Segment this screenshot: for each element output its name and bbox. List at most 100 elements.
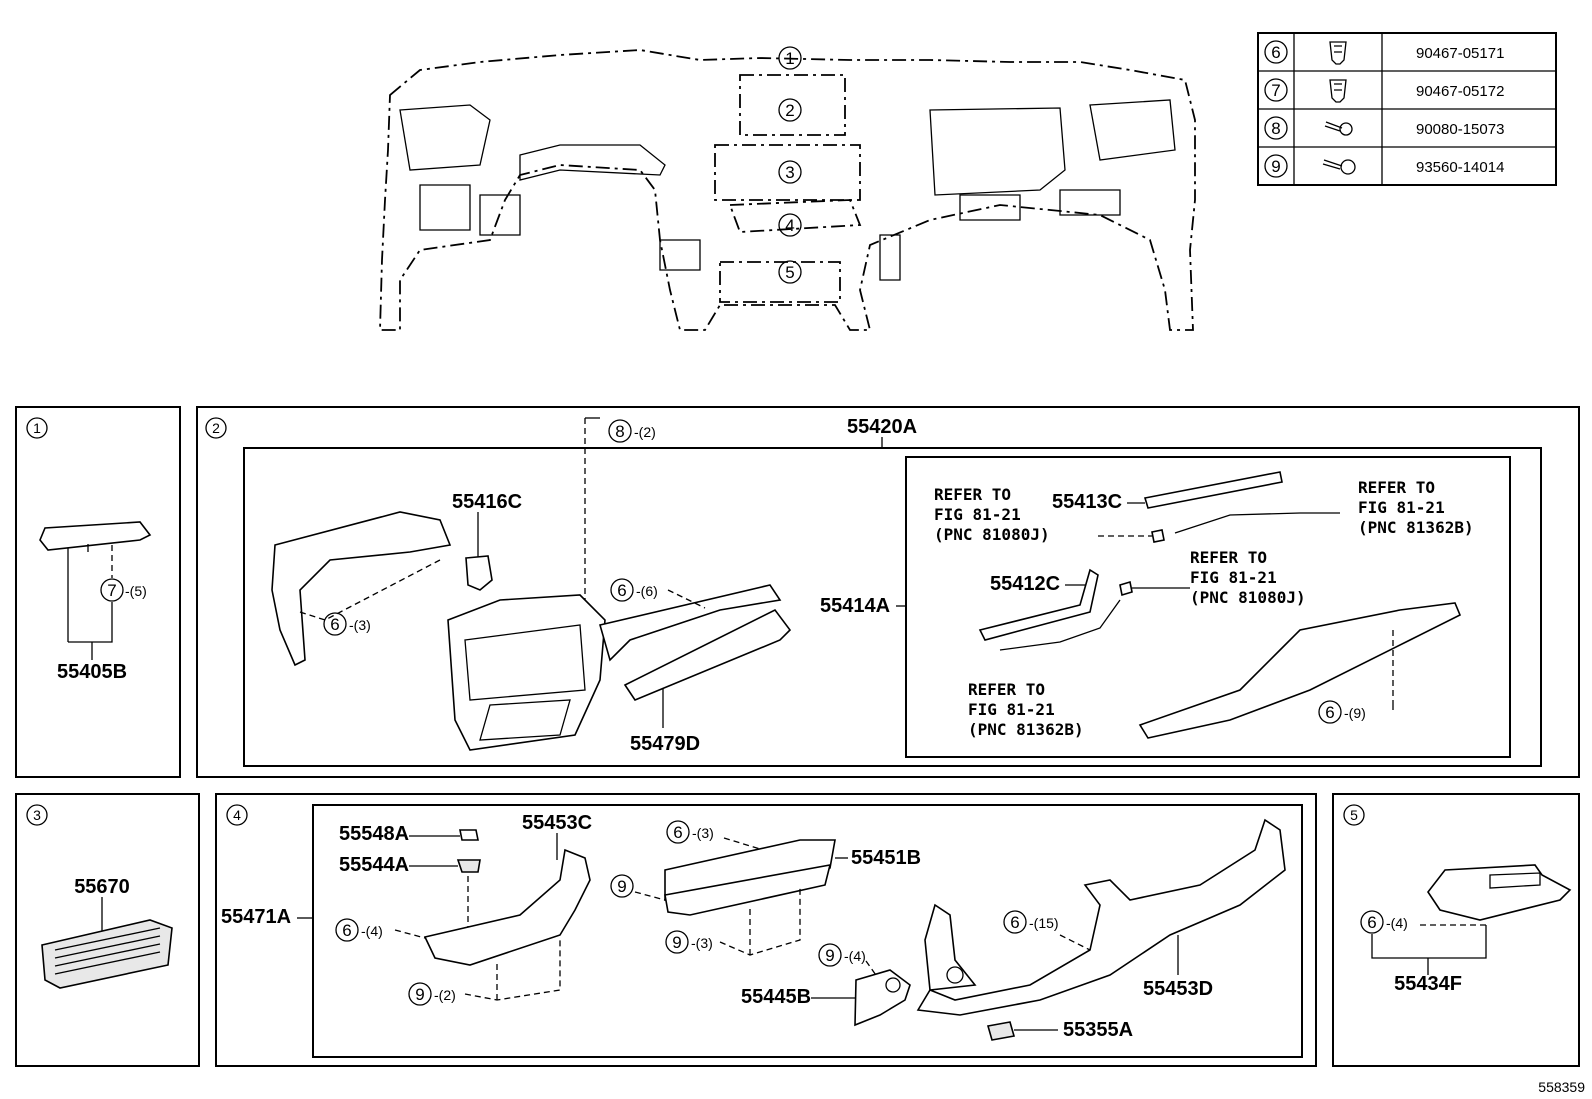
part-number-label[interactable]: 55479D <box>630 733 700 755</box>
fastener-qty: -(2) <box>634 424 656 440</box>
overview-callout-1[interactable]: 1 <box>785 49 794 68</box>
refer-line: FIG 81-21 <box>1358 498 1445 517</box>
fastener-ref: 6 <box>673 823 682 842</box>
fastener-ref: 6 <box>1367 913 1376 932</box>
table-part-no: 90080-15073 <box>1416 121 1504 138</box>
fastener-ref: 6 <box>1010 913 1019 932</box>
screw-icon <box>1322 159 1356 175</box>
fastener-qty: -(3) <box>692 825 714 841</box>
part-number-label[interactable]: 55413C <box>1052 491 1122 513</box>
center-frame-part[interactable] <box>447 594 606 751</box>
refer-line: REFER TO <box>968 680 1045 699</box>
reinforcement-part[interactable] <box>1138 602 1462 739</box>
part-number-label[interactable]: 55471A <box>221 906 291 928</box>
part-number-label[interactable]: 55544A <box>339 854 409 876</box>
part-number-label[interactable]: 55453C <box>522 812 592 834</box>
fastener-qty: -(6) <box>636 583 658 599</box>
clamp-part[interactable] <box>1119 580 1133 597</box>
lower-panel-part[interactable] <box>916 818 1286 1016</box>
cap-part[interactable] <box>456 859 481 873</box>
panel-5: 5 6 -(4) 55434F <box>1332 793 1580 1067</box>
clip-part[interactable] <box>459 829 479 841</box>
fastener-qty: -(9) <box>1344 705 1366 721</box>
strip-part[interactable] <box>1143 471 1283 509</box>
panel-callout: 3 <box>33 807 41 823</box>
refer-line: REFER TO <box>1190 548 1267 567</box>
panel-2: 2 55420A 8 -(2) 6 -(3) 55416C 6 -(6) 554… <box>196 406 1580 778</box>
fastener-ref: 9 <box>617 877 626 896</box>
bezel-base-part[interactable] <box>664 863 832 916</box>
fastener-qty: -(5) <box>125 583 147 599</box>
fastener-qty: -(2) <box>434 987 456 1003</box>
table-part-no: 90467-05171 <box>1416 45 1504 62</box>
lower-cover-part[interactable] <box>423 848 591 966</box>
lower-trim-part[interactable] <box>623 608 792 701</box>
panel-callout: 4 <box>233 807 241 823</box>
part-number-label[interactable]: 55355A <box>1063 1019 1133 1041</box>
table-part-no: 93560-14014 <box>1416 159 1504 176</box>
part-number-label[interactable]: 55420A <box>847 416 917 438</box>
small-bracket-part[interactable] <box>465 555 493 591</box>
fastener-ref: 6 <box>342 921 351 940</box>
clip-part[interactable] <box>986 1021 1016 1041</box>
part-number-label[interactable]: 55670 <box>74 876 130 898</box>
overview-callout-3[interactable]: 3 <box>785 163 794 182</box>
clamp-part[interactable] <box>1151 529 1165 543</box>
table-ref: 6 <box>1271 43 1280 62</box>
overview-callout-2[interactable]: 2 <box>785 101 794 120</box>
bracket-part[interactable] <box>978 568 1099 641</box>
upper-trim-part[interactable] <box>599 584 782 662</box>
fastener-qty: -(4) <box>844 948 866 964</box>
fastener-ref: 6 <box>617 581 626 600</box>
fastener-ref: 9 <box>415 985 424 1004</box>
bracket-part[interactable] <box>854 969 911 1027</box>
table-ref: 8 <box>1271 119 1280 138</box>
refer-line: FIG 81-21 <box>968 700 1055 719</box>
fastener-table: 6 90467-05171 7 90467-05172 8 9 <box>1257 32 1557 186</box>
overview-callout-5[interactable]: 5 <box>785 263 794 282</box>
part-number-label[interactable]: 55445B <box>741 986 811 1008</box>
part-number-label[interactable]: 55453D <box>1143 978 1213 1000</box>
part-number-label[interactable]: 55451B <box>851 847 921 869</box>
refer-line: REFER TO <box>1358 478 1435 497</box>
fastener-ref: 6 <box>330 615 339 634</box>
panel-3: 3 55670 <box>15 793 200 1067</box>
switch-panel-part[interactable] <box>1427 864 1572 921</box>
fastener-ref: 8 <box>615 422 624 441</box>
refer-line: (PNC 81362B) <box>1358 518 1474 537</box>
bracket-part[interactable] <box>271 511 452 667</box>
dashboard-overview: 1 2 3 4 5 <box>379 46 1196 331</box>
panel-callout: 1 <box>33 420 41 436</box>
table-row-6: 6 90467-05171 <box>1264 40 1504 65</box>
fastener-ref: 7 <box>107 581 116 600</box>
table-ref: 9 <box>1271 157 1280 176</box>
refer-line: (PNC 81080J) <box>934 525 1050 544</box>
part-number-label[interactable]: 55548A <box>339 823 409 845</box>
table-row-8: 8 90080-15073 <box>1264 116 1504 140</box>
table-row-9: 9 93560-14014 <box>1264 154 1504 178</box>
side-panel-part[interactable] <box>924 903 977 991</box>
part-number-label[interactable]: 55414A <box>820 595 890 617</box>
refer-line: (PNC 81362B) <box>968 720 1084 739</box>
table-row-7: 7 90467-05172 <box>1264 78 1504 103</box>
fastener-ref: 9 <box>825 946 834 965</box>
panel-callout: 2 <box>212 420 220 436</box>
fastener-ref: 6 <box>1325 703 1334 722</box>
part-number-label[interactable]: 55416C <box>452 491 522 513</box>
panel-4: 4 55471A 55548A 55544A 55453C 6 -(4) 9 -… <box>215 793 1317 1067</box>
fastener-qty: -(15) <box>1029 915 1059 931</box>
part-number-label[interactable]: 55405B <box>57 661 127 683</box>
part-number-label[interactable]: 55412C <box>990 573 1060 595</box>
vent-register-part[interactable] <box>41 919 173 989</box>
trim-panel-part[interactable] <box>39 521 152 551</box>
figure-number: 558359 <box>1538 1079 1585 1095</box>
panel-1: 1 7 -(5) 55405B <box>15 406 181 778</box>
part-number-label[interactable]: 55434F <box>1394 973 1462 995</box>
table-part-no: 90467-05172 <box>1416 83 1504 100</box>
overview-callout-4[interactable]: 4 <box>785 216 794 235</box>
clip-icon <box>1329 79 1347 103</box>
fastener-qty: -(3) <box>349 617 371 633</box>
fastener-qty: -(4) <box>1386 915 1408 931</box>
refer-line: (PNC 81080J) <box>1190 588 1306 607</box>
